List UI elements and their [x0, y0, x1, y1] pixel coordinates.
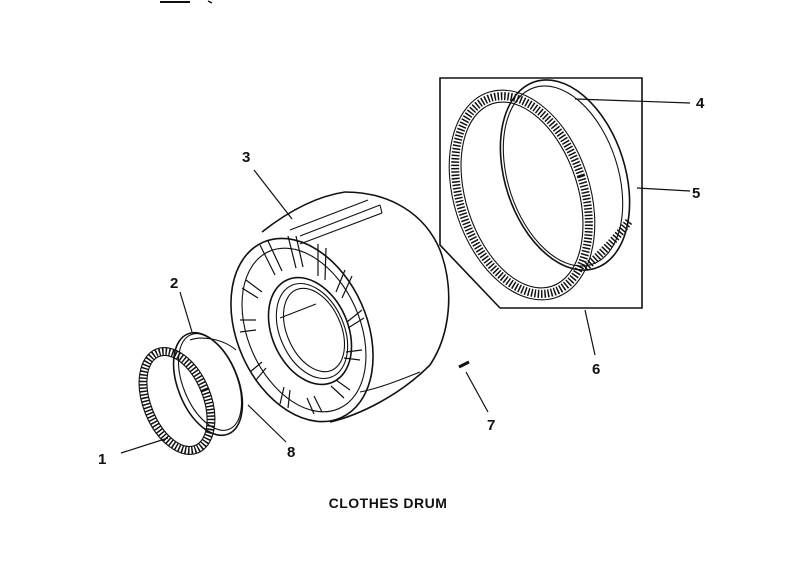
clip	[458, 360, 470, 369]
callout-4: 4	[696, 95, 705, 112]
rear-felt-seal	[448, 89, 596, 301]
top-mark	[160, 0, 213, 4]
drum	[230, 191, 450, 423]
callout-5: 5	[692, 185, 700, 202]
rear-assembly-box	[439, 77, 643, 309]
callout-3: 3	[242, 149, 250, 166]
callout-1: 1	[98, 451, 106, 468]
callout-7: 7	[487, 417, 495, 434]
callout-2: 2	[170, 275, 178, 292]
front-ring	[172, 331, 244, 437]
rear-ring	[499, 79, 634, 272]
leader-lines	[120, 98, 691, 454]
callout-6: 6	[592, 361, 600, 378]
front-felt-seal	[138, 346, 216, 456]
diagram-title: CLOTHES DRUM	[329, 495, 448, 511]
callout-8: 8	[287, 444, 295, 461]
